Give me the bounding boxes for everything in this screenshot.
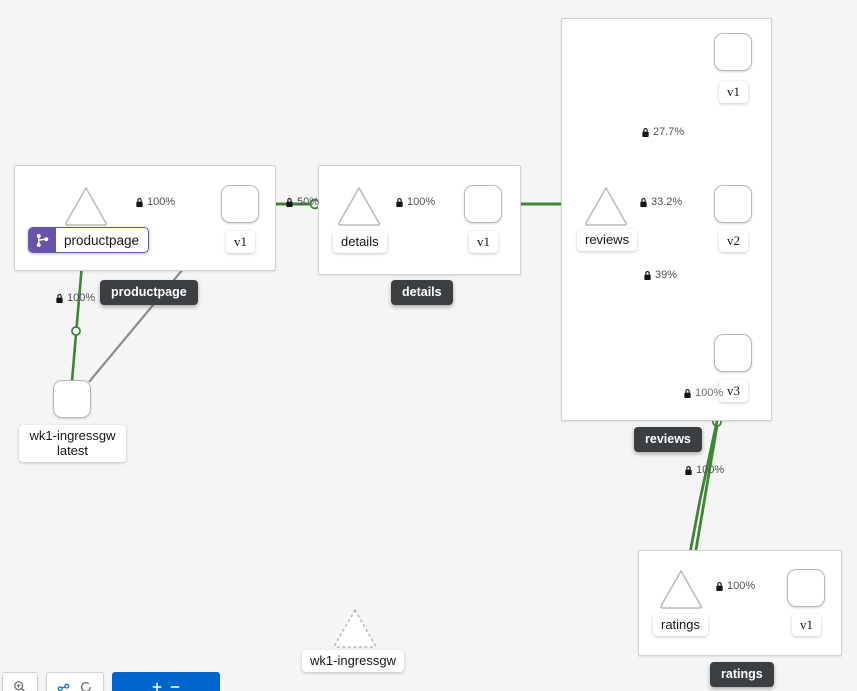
node-shape-box <box>787 569 825 607</box>
node-label-details-v1: v1 <box>469 231 498 253</box>
cluster-pill-productpage[interactable]: productpage <box>100 280 198 305</box>
edge-label-text: 100% <box>147 196 176 208</box>
node-shape-triangle <box>584 187 628 226</box>
graph-layout-icon <box>57 683 70 691</box>
cluster-pill-text: ratings <box>721 667 763 681</box>
node-reviews-v1[interactable] <box>714 33 752 71</box>
mtls-lock-icon <box>286 198 293 207</box>
edge-label-text: 100% <box>695 387 724 399</box>
node-productpage-v1[interactable] <box>221 185 259 223</box>
node-label-text: v1 <box>800 617 813 632</box>
edge-label-reviews-to-v2: 33.2% <box>639 197 682 208</box>
plus-icon <box>152 682 162 691</box>
mtls-lock-icon <box>136 198 143 207</box>
node-shape-box <box>53 380 91 418</box>
edge-label-productpage-v1-to-details: 50% <box>285 197 319 208</box>
node-label-text: productpage <box>64 232 140 248</box>
edge-label-productpage-to-v1: 100% <box>135 197 175 208</box>
node-label-text: v1 <box>727 84 740 99</box>
node-reviews-v3[interactable] <box>714 334 752 372</box>
node-shape-triangle-dashed <box>334 609 376 648</box>
node-shape-box <box>714 334 752 372</box>
node-label-text: reviews <box>585 232 630 247</box>
node-reviews-v2[interactable] <box>714 185 752 223</box>
node-label-reviews-service: reviews <box>577 229 638 251</box>
node-ingressgw-box[interactable] <box>53 380 91 418</box>
edge-label-text: 27.7% <box>653 126 685 138</box>
node-ratings-v1[interactable] <box>787 569 825 607</box>
edge-label-details-to-v1: 100% <box>395 197 435 208</box>
node-label-ingressgw: wk1-ingressgw latest <box>19 425 126 462</box>
mtls-lock-icon <box>56 294 63 303</box>
node-shape-triangle <box>337 187 381 226</box>
node-label-reviews-v1: v1 <box>719 81 748 103</box>
edge-label-text: 100% <box>67 292 96 304</box>
mtls-lock-icon <box>684 389 691 398</box>
node-shape-triangle <box>659 570 703 609</box>
mtls-lock-icon <box>716 582 723 591</box>
node-shape-box <box>464 185 502 223</box>
zoom-controls-button[interactable] <box>2 672 38 691</box>
node-label-ratings-v1: v1 <box>792 614 821 636</box>
edge-label-text: 100% <box>727 580 756 592</box>
node-shape-box <box>221 185 259 223</box>
node-label-details-service: details <box>333 231 387 253</box>
cluster-pill-reviews[interactable]: reviews <box>634 427 702 452</box>
edge-label-ingressgw-to-productpage: 100% <box>55 293 95 304</box>
edge-label-text: 100% <box>696 464 725 476</box>
graph-toolbar[interactable] <box>0 672 220 691</box>
node-label-line1: wk1-ingressgw <box>29 428 116 443</box>
node-label-ratings-service: ratings <box>653 614 709 636</box>
node-label-reviews-v3: v3 <box>719 380 748 402</box>
edge-label-text: 33.2% <box>651 196 683 208</box>
edge-label-reviews-to-v1: 27.7% <box>641 127 684 138</box>
node-label-text: v1 <box>477 234 490 249</box>
node-shape-box <box>714 185 752 223</box>
node-label-ingressgw-idle: wk1-ingressgw <box>302 650 404 672</box>
node-label-line2: latest <box>56 443 89 458</box>
layout-button[interactable] <box>46 672 104 691</box>
edge-label-text: 100% <box>407 196 436 208</box>
node-label-text: ratings <box>661 617 701 632</box>
virtual-service-icon <box>29 228 56 252</box>
edge-label-reviews-v3-to-ratings: 100% <box>683 388 723 399</box>
edge-label-ratings-to-v1: 100% <box>715 581 755 592</box>
node-label-text: v3 <box>727 383 740 398</box>
refresh-icon <box>80 682 92 691</box>
traffic-dot <box>71 326 81 336</box>
node-label-text: v1 <box>234 234 247 249</box>
mtls-lock-icon <box>396 198 403 207</box>
mtls-lock-icon <box>642 128 649 137</box>
minus-icon <box>170 686 180 688</box>
cluster-pill-text: productpage <box>111 285 187 299</box>
cluster-pill-ratings[interactable]: ratings <box>710 662 774 687</box>
mtls-lock-icon <box>685 466 692 475</box>
node-label-text: v2 <box>727 233 740 248</box>
edge-label-text: 50% <box>297 196 320 208</box>
cluster-pill-text: details <box>402 285 442 299</box>
edge-label-text: 39% <box>655 269 678 281</box>
node-label-text: details <box>341 234 379 249</box>
mtls-lock-icon <box>644 271 651 280</box>
zoom-in-icon <box>14 681 26 691</box>
edge-label-reviews-to-v3: 39% <box>643 270 677 281</box>
node-shape-triangle <box>64 187 108 226</box>
node-shape-box <box>714 33 752 71</box>
node-label-reviews-v2: v2 <box>719 230 748 252</box>
mtls-lock-icon <box>640 198 647 207</box>
edge-label-reviews-v2-to-ratings: 100% <box>684 465 724 476</box>
primary-action-button[interactable] <box>112 672 220 691</box>
cluster-pill-details[interactable]: details <box>391 280 453 305</box>
node-label-productpage-v1: v1 <box>226 231 255 253</box>
cluster-pill-text: reviews <box>645 432 691 446</box>
node-label-text: wk1-ingressgw <box>310 653 396 668</box>
node-label-productpage-service[interactable]: productpage <box>28 227 150 253</box>
node-details-v1[interactable] <box>464 185 502 223</box>
